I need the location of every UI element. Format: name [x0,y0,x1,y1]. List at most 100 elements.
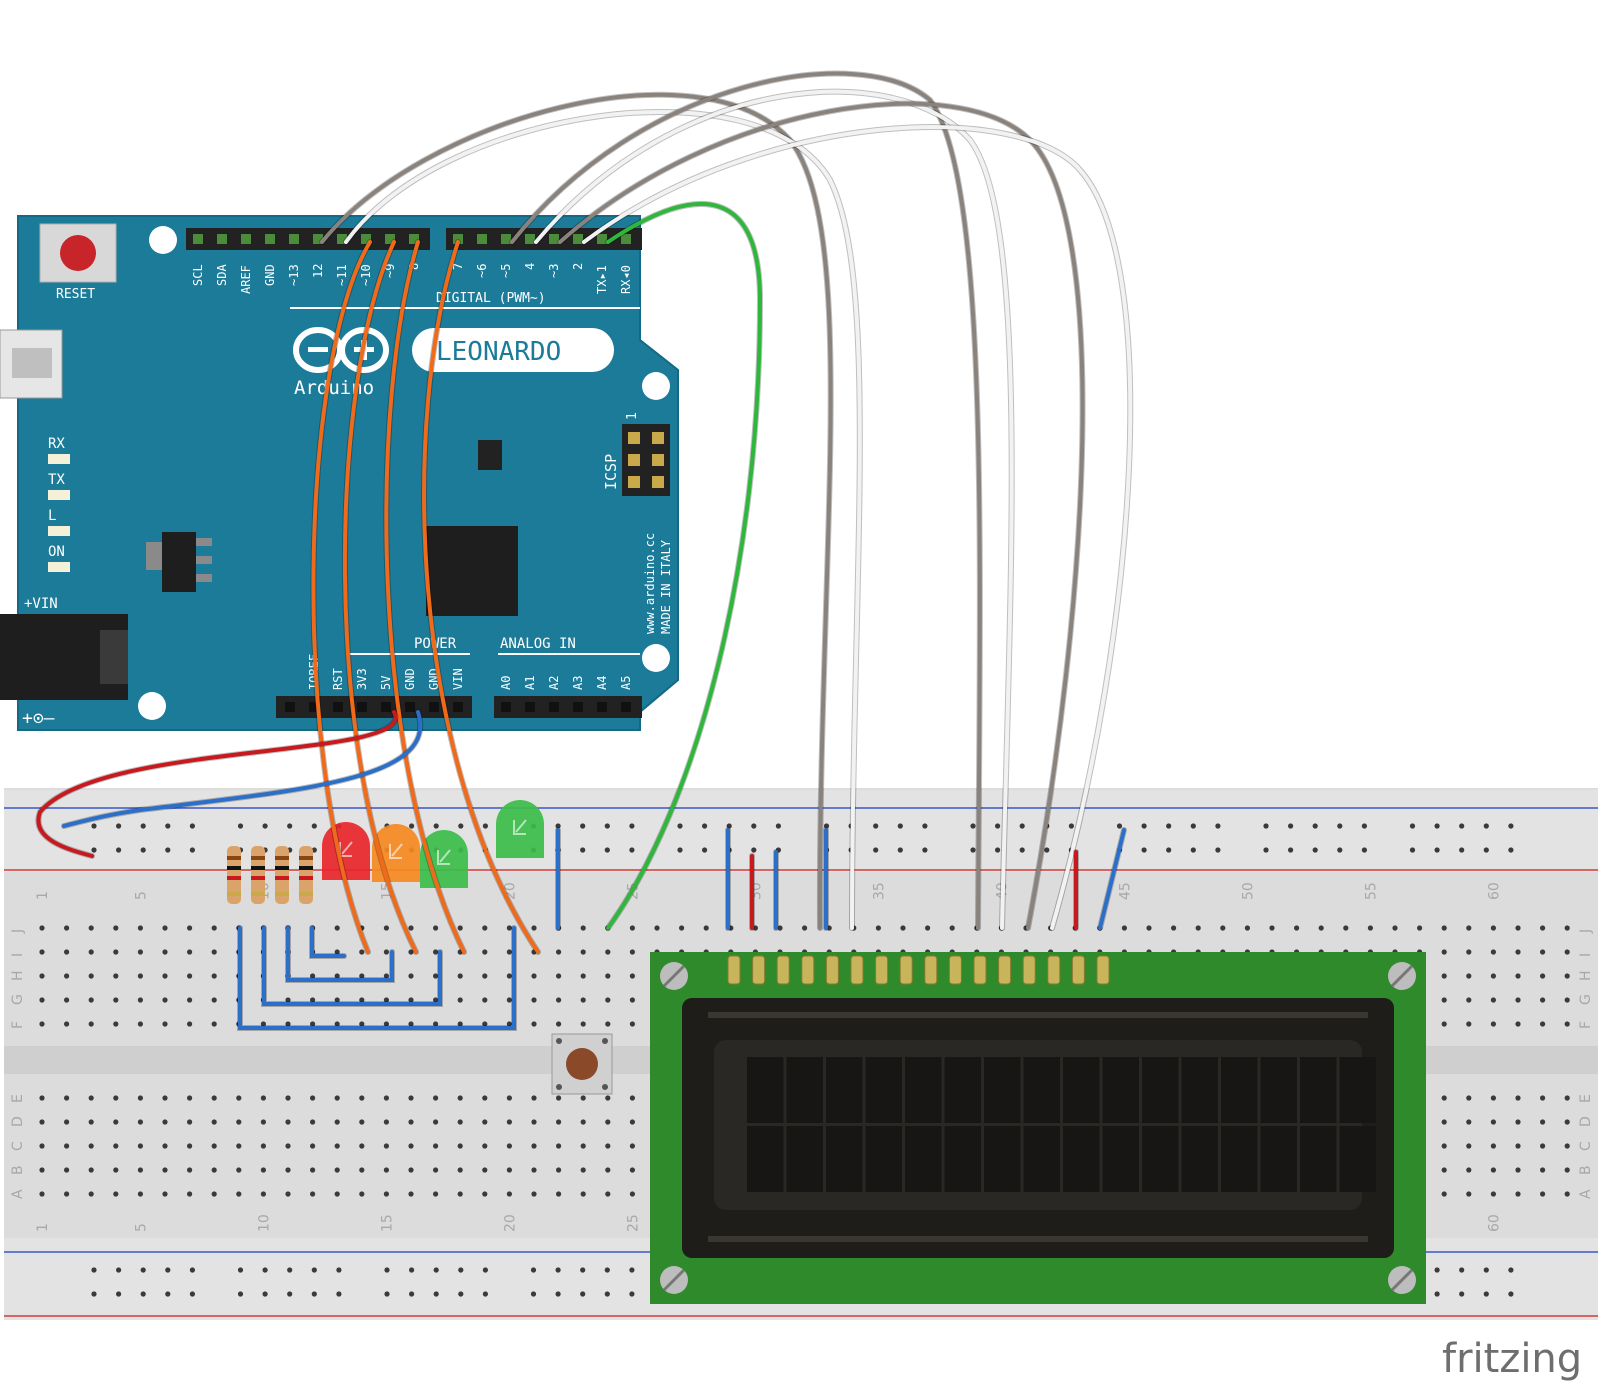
breadboard-hole [88,925,94,931]
row-letter: A [1578,1189,1594,1199]
breadboard-hole [580,1191,586,1197]
breadboard-hole [64,1119,70,1125]
header-pin [313,234,323,244]
rail-hole [604,1267,610,1273]
rail-hole [482,1291,488,1297]
header-pin-label: ~5 [499,264,513,278]
header-pin-label: GND [263,264,277,286]
row-letter: D [1578,1116,1594,1127]
rail-hole [702,823,708,829]
breadboard-hole [113,1119,119,1125]
breadboard-hole [1466,1095,1472,1101]
breadboard-hole [162,1119,168,1125]
breadboard-hole [457,1167,463,1173]
breadboard-hole [506,1143,512,1149]
rail-hole [116,1267,122,1273]
breadboard-hole [531,1143,537,1149]
breadboard-hole [482,1119,488,1125]
breadboard-hole [580,1021,586,1027]
breadboard-hole [482,1095,488,1101]
breadboard-hole [137,1143,143,1149]
rail-hole [409,1291,415,1297]
rail-hole [140,1291,146,1297]
rail-hole [677,823,683,829]
breadboard-hole [334,949,340,955]
wire [342,240,418,954]
header-pin [501,234,511,244]
rail-hole [629,847,635,853]
breadboard-hole [383,925,389,931]
rail-hole [580,847,586,853]
breadboard-hole [1564,973,1570,979]
header-pin-label: 2 [571,263,585,270]
breadboard-hole [359,1095,365,1101]
rail-hole [91,1267,97,1273]
breadboard-hole [64,1191,70,1197]
breadboard-hole [900,925,906,931]
header-pin-label: A1 [523,676,537,690]
breadboard-hole [39,1021,45,1027]
rail-hole [555,823,561,829]
rail-hole [262,1267,268,1273]
breadboard-hole [1564,1167,1570,1173]
breadboard-hole [310,973,316,979]
header-pin-label: RST [331,668,345,690]
breadboard-hole [1540,1021,1546,1027]
rail-hole [1361,847,1367,853]
lcd-cell [944,1057,981,1123]
lcd-cell [865,1057,902,1123]
breadboard-hole [556,1119,562,1125]
rail-hole [458,1267,464,1273]
lcd-pin [973,955,987,985]
breadboard-hole [285,1191,291,1197]
rail-hole [922,847,928,853]
rail-hole [629,823,635,829]
breadboard-hole [1466,997,1472,1003]
lcd-cell [1260,1126,1297,1192]
breadboard-hole [629,1143,636,1149]
bottom-header-pins [285,702,631,712]
lcd-cell [1063,1126,1100,1192]
breadboard-hole [187,1021,193,1027]
breadboard-hole [39,925,45,931]
breadboard-hole [113,1021,119,1027]
breadboard-hole [162,1095,168,1101]
rail-hole [1263,823,1269,829]
breadboard-hole [1417,925,1423,931]
rail-hole [751,823,757,829]
lcd-pin [948,955,962,985]
rail-hole [1508,823,1514,829]
analog-label: ANALOG IN [500,636,576,652]
lcd-cell [1181,1057,1218,1123]
rail-hole [580,823,586,829]
header-pin-label: ~10 [359,264,373,286]
breadboard-hole [506,997,512,1003]
rail-hole [1312,823,1318,829]
breadboard-hole [137,973,143,979]
breadboard-hole [802,925,808,931]
header-pin [285,702,295,712]
row-letter: C [10,1141,26,1151]
breadboard-hole [1220,925,1226,931]
column-number: 60 [1486,882,1502,900]
row-letter: E [10,1094,26,1103]
breadboard-hole [1540,1191,1546,1197]
header-pin [621,702,631,712]
lcd-cell [944,1126,981,1192]
breadboard-hole [777,925,783,931]
breadboard-hole [580,949,586,955]
breadboard-hole [359,997,365,1003]
breadboard-hole [1540,1095,1546,1101]
breadboard-hole [383,997,389,1003]
breadboard-hole [1490,949,1496,955]
wire [311,240,372,954]
push-button[interactable] [551,1033,613,1095]
breadboard-hole [629,1021,636,1027]
reset-button[interactable] [39,223,117,283]
rail-hole [165,1291,171,1297]
breadboard-hole [162,1167,168,1173]
rail-hole [530,1267,537,1273]
breadboard-hole [408,925,414,931]
breadboard-hole [433,1167,439,1173]
